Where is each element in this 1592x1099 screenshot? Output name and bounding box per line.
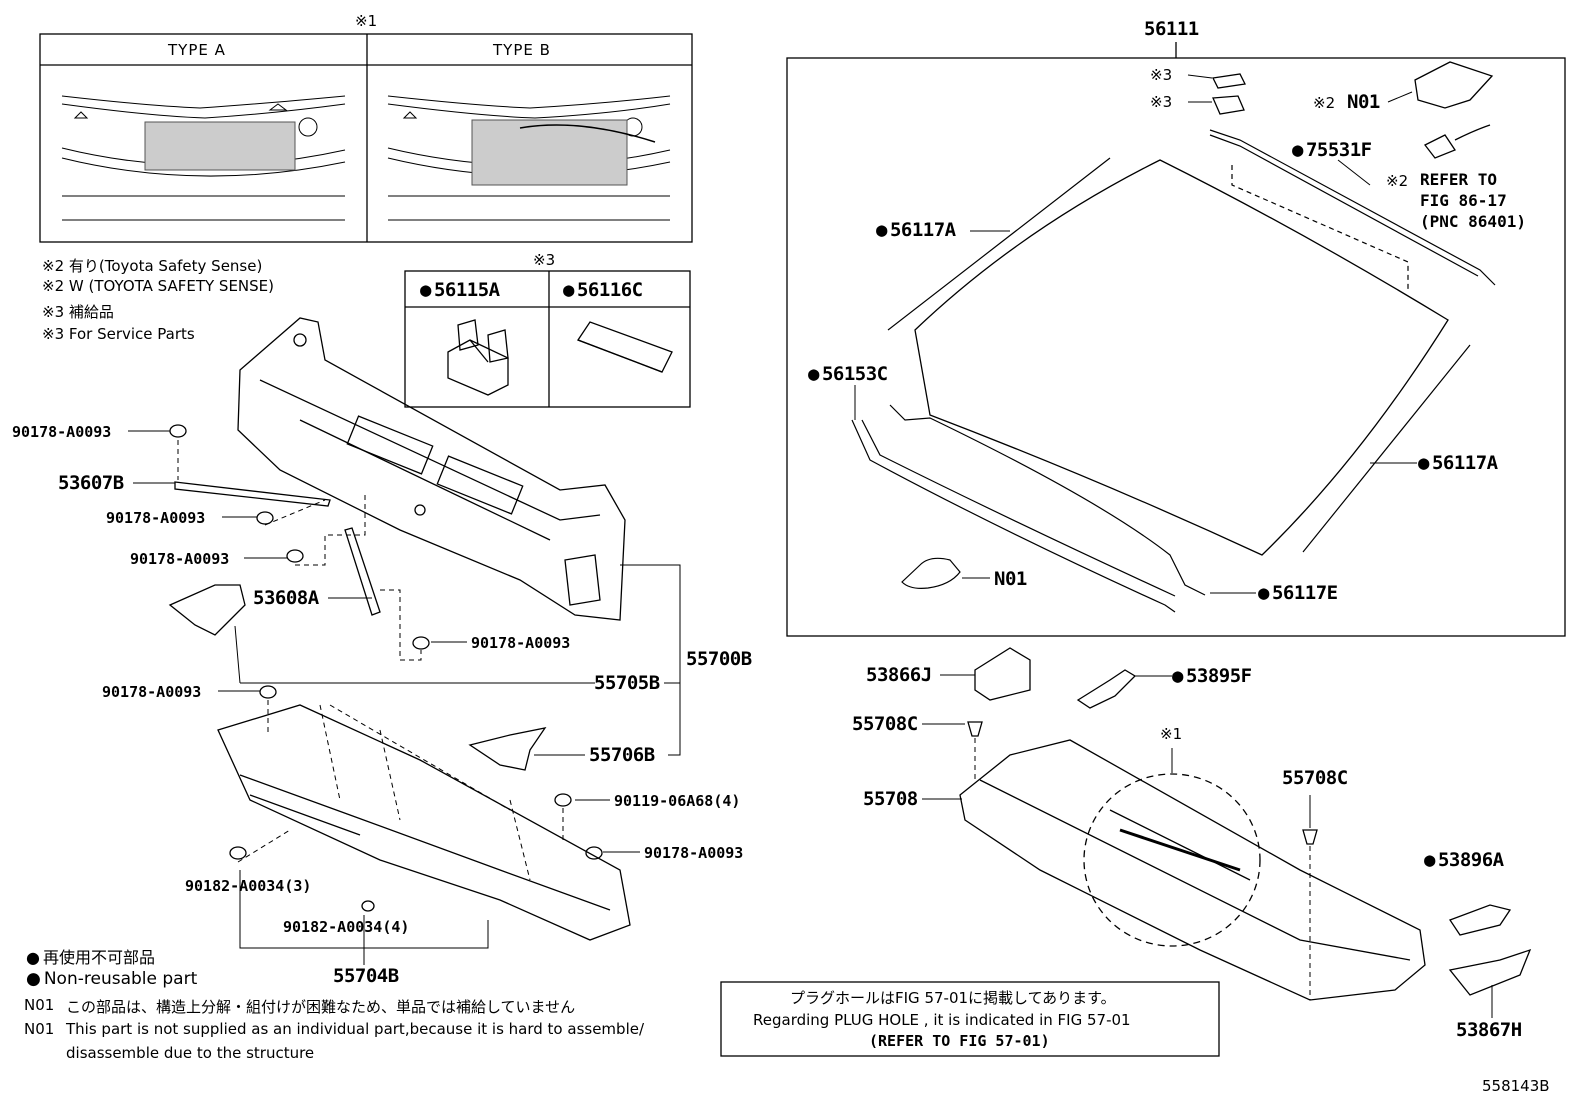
note-2: ※2 W (TOYOTA SAFETY SENSE) (42, 277, 274, 295)
cowl-panel-upper (238, 318, 625, 620)
part-56115a-label[interactable]: 56115A (420, 279, 500, 301)
n01-note-jp: この部品は、構造上分解・組付けが困難なため、単品では補給していません (66, 998, 576, 1016)
ref-mark-3-a: ※3 (1150, 66, 1173, 84)
part-53866j-label[interactable]: 53866J (866, 664, 932, 686)
part-53607b-label[interactable]: 53607B (58, 472, 124, 494)
legend-non-reusable-jp: 再使用不可部品 (26, 944, 155, 968)
part-56111-label[interactable]: 56111 (1144, 18, 1199, 40)
ref-mark-1-detail: ※1 (1160, 725, 1183, 743)
part-75531f-label[interactable]: 75531F (1292, 139, 1372, 161)
part-55708-label[interactable]: 55708 (863, 788, 918, 810)
bracket-55705b (170, 585, 245, 635)
legend-non-reusable-en: Non-reusable part (26, 969, 197, 989)
type-b-header: TYPE B (493, 41, 551, 59)
service-inset-frame (404, 270, 691, 408)
brace-53608a (345, 528, 380, 615)
ref-mark-1-top: ※1 (355, 12, 378, 30)
moldings (851, 129, 1496, 613)
dashed-guides-left (177, 440, 564, 881)
part-n01-bottom-label[interactable]: N01 (994, 568, 1027, 590)
refer-to-line-1: REFER TO (1420, 170, 1498, 189)
part-90182-a0034-label-b[interactable]: 90182-A0034(4) (283, 918, 410, 936)
ref-mark-3-b: ※3 (1150, 93, 1173, 111)
refer-to-line-2[interactable]: FIG 86-17 (1420, 191, 1507, 210)
part-56153c-label[interactable]: 56153C (808, 363, 888, 385)
ref-mark-3-service: ※3 (533, 251, 556, 269)
clip-56115a-drawing (447, 319, 509, 396)
part-90182-a0034-label-a[interactable]: 90182-A0034(3) (185, 877, 312, 895)
n01-marker-jp: N01 (24, 996, 55, 1014)
part-90178-a0093-label-5[interactable]: 90178-A0093 (102, 683, 202, 701)
cover-53866j (975, 648, 1030, 700)
part-n01-top-label[interactable]: N01 (1347, 91, 1380, 113)
clips-right (968, 722, 1317, 844)
plug-note-en: Regarding PLUG HOLE , it is indicated in… (753, 1011, 1131, 1029)
figure-id: 558143B (1482, 1077, 1550, 1095)
part-90178-a0093-label-2[interactable]: 90178-A0093 (106, 509, 206, 527)
part-90119-06a68-label[interactable]: 90119-06A68(4) (614, 792, 741, 810)
n01-note-en-2: disassemble due to the structure (66, 1044, 315, 1062)
cowl-top-55708 (960, 740, 1425, 1000)
part-56117a-label-top[interactable]: 56117A (876, 219, 956, 241)
part-53896a-label[interactable]: 53896A (1424, 849, 1504, 871)
note-3: ※3 補給品 (42, 303, 114, 321)
leader-lines-left (128, 430, 681, 965)
n01-marker-en: N01 (24, 1020, 55, 1038)
type-a-sketch (61, 95, 346, 221)
part-53867h-label[interactable]: 53867H (1456, 1019, 1522, 1041)
type-a-header: TYPE A (168, 41, 226, 59)
part-55700b-label[interactable]: 55700B (686, 648, 752, 670)
leader-lines-right-lower (922, 674, 1493, 1018)
part-53895f-label[interactable]: 53895F (1172, 665, 1252, 687)
ref-mark-2-n01: ※2 (1313, 94, 1336, 112)
bracket-55706b (470, 728, 545, 770)
windshield-frame (786, 57, 1566, 637)
part-55705b-label[interactable]: 55705B (594, 672, 660, 694)
part-56117a-label-right[interactable]: 56117A (1418, 452, 1498, 474)
note-1: ※2 有り(Toyota Safety Sense) (42, 257, 263, 275)
plug-note-refer[interactable]: (REFER TO FIG 57-01) (869, 1032, 1050, 1050)
type-inset-frame (39, 33, 693, 243)
part-55704b-label[interactable]: 55704B (333, 965, 399, 987)
detail-circle-mark1 (1083, 773, 1261, 947)
top-right-small-parts (1212, 61, 1494, 159)
leader-lines-right (854, 74, 1417, 594)
cowl-lower-55704b (218, 705, 630, 940)
fasteners-left (170, 425, 602, 911)
ref-mark-2-refer: ※2 (1386, 172, 1409, 190)
n01-note-en-1: This part is not supplied as an individu… (66, 1020, 645, 1038)
pad-56116c-drawing (577, 321, 673, 373)
part-56116c-label[interactable]: 56116C (563, 279, 643, 301)
windshield-glass (914, 159, 1449, 556)
seal-53867h (1450, 950, 1530, 995)
refer-to-line-3[interactable]: (PNC 86401) (1420, 212, 1526, 231)
part-90178-a0093-label-1[interactable]: 90178-A0093 (12, 423, 112, 441)
seal-53896a (1450, 905, 1510, 935)
seal-53895f (1078, 670, 1135, 708)
note-4: ※3 For Service Parts (42, 325, 195, 343)
part-55708c-label-right[interactable]: 55708C (1282, 767, 1348, 789)
part-90178-a0093-label-4[interactable]: 90178-A0093 (471, 634, 571, 652)
plug-note-frame (720, 981, 1220, 1057)
brace-53607b (175, 482, 330, 506)
type-b-sketch (387, 95, 671, 221)
part-56117e-label[interactable]: 56117E (1258, 582, 1338, 604)
part-55706b-label[interactable]: 55706B (589, 744, 655, 766)
part-90178-a0093-label-6[interactable]: 90178-A0093 (644, 844, 744, 862)
part-53608a-label[interactable]: 53608A (253, 587, 319, 609)
part-55708c-label-left[interactable]: 55708C (852, 713, 918, 735)
part-90178-a0093-label-3[interactable]: 90178-A0093 (130, 550, 230, 568)
plug-note-jp: プラグホールはFIG 57-01に掲載してあります。 (790, 989, 1116, 1007)
